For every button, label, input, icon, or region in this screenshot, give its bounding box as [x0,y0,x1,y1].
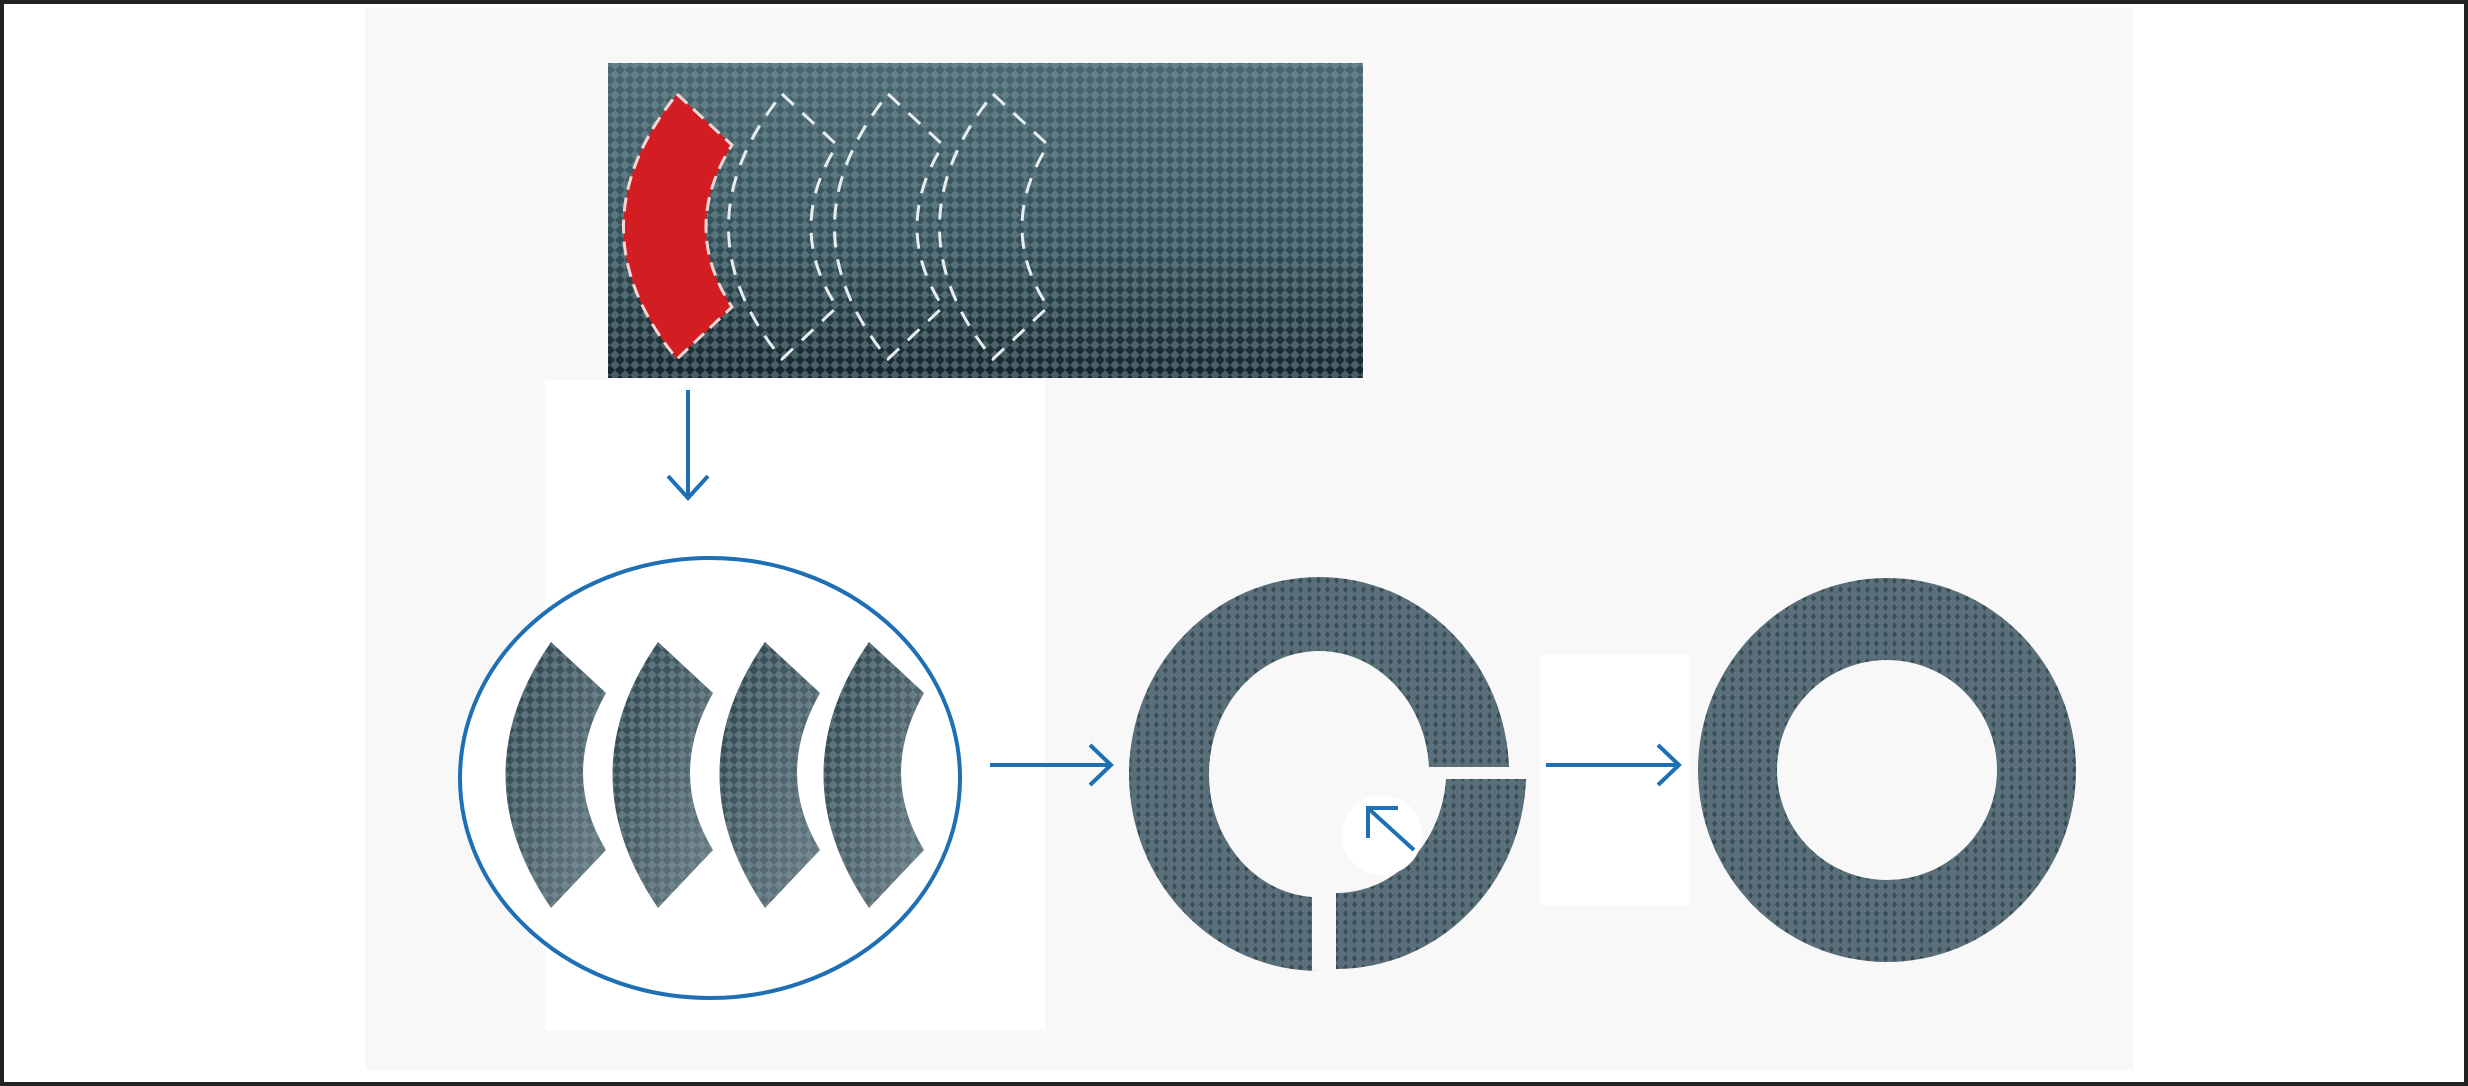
arrow-up-left-icon [1366,806,1416,852]
arrow-right-icon [990,743,1114,787]
ring-quarter-piece [1336,779,1526,970]
arrow-right-icon [1546,743,1682,787]
panel-white-patch [1540,655,1690,905]
join-marker [1342,795,1422,875]
fabric-sheet [608,63,1363,378]
finished-ring [1698,578,2076,962]
split-ring [1129,576,1526,971]
highlight-ellipse [458,556,962,1000]
cut-segments-group [458,556,962,1000]
arrow-down-icon [666,390,710,501]
ring-major-piece [1129,576,1509,971]
